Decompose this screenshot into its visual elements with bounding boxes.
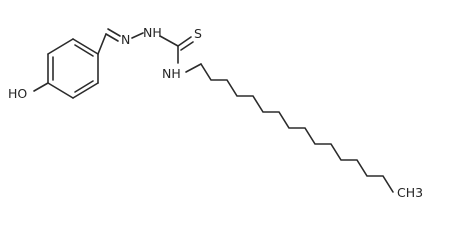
- ring-inner-double-2: [74, 80, 94, 93]
- terminal-methyl-label: CH3: [397, 185, 423, 200]
- ring-bond-4: [47, 82, 74, 99]
- hydrazone-nh-label: NH: [143, 25, 162, 40]
- bond-c-s-double-a: [177, 36, 192, 47]
- ring-inner-double-1: [74, 44, 94, 57]
- ring-bond-1: [72, 38, 99, 55]
- molecule-canvas: HO N NH S NH CH3: [8, 25, 423, 200]
- bond-ring-to-oh: [33, 82, 49, 92]
- hexadecyl-chain: [200, 63, 394, 193]
- imine-n-label: N: [121, 32, 130, 47]
- bond-nh-to-c: [159, 35, 179, 47]
- bond-ch-n-double-b: [107, 28, 121, 37]
- bond-nh-to-chain: [185, 63, 202, 73]
- thione-s-label: S: [194, 26, 202, 41]
- ring-bond-3: [72, 82, 99, 99]
- ring-bond-6: [47, 38, 74, 55]
- bond-c-s-double-b: [180, 41, 194, 51]
- benzene-ring: [47, 38, 99, 99]
- bond-ring-to-ch: [97, 33, 107, 55]
- structure-diagram: HO N NH S NH CH3: [8, 25, 423, 200]
- bond-n-nh: [131, 32, 144, 39]
- bond-ch-n-double-a: [105, 33, 119, 42]
- amide-nh-label: NH: [162, 66, 181, 81]
- hydroxyl-label: HO: [8, 86, 27, 101]
